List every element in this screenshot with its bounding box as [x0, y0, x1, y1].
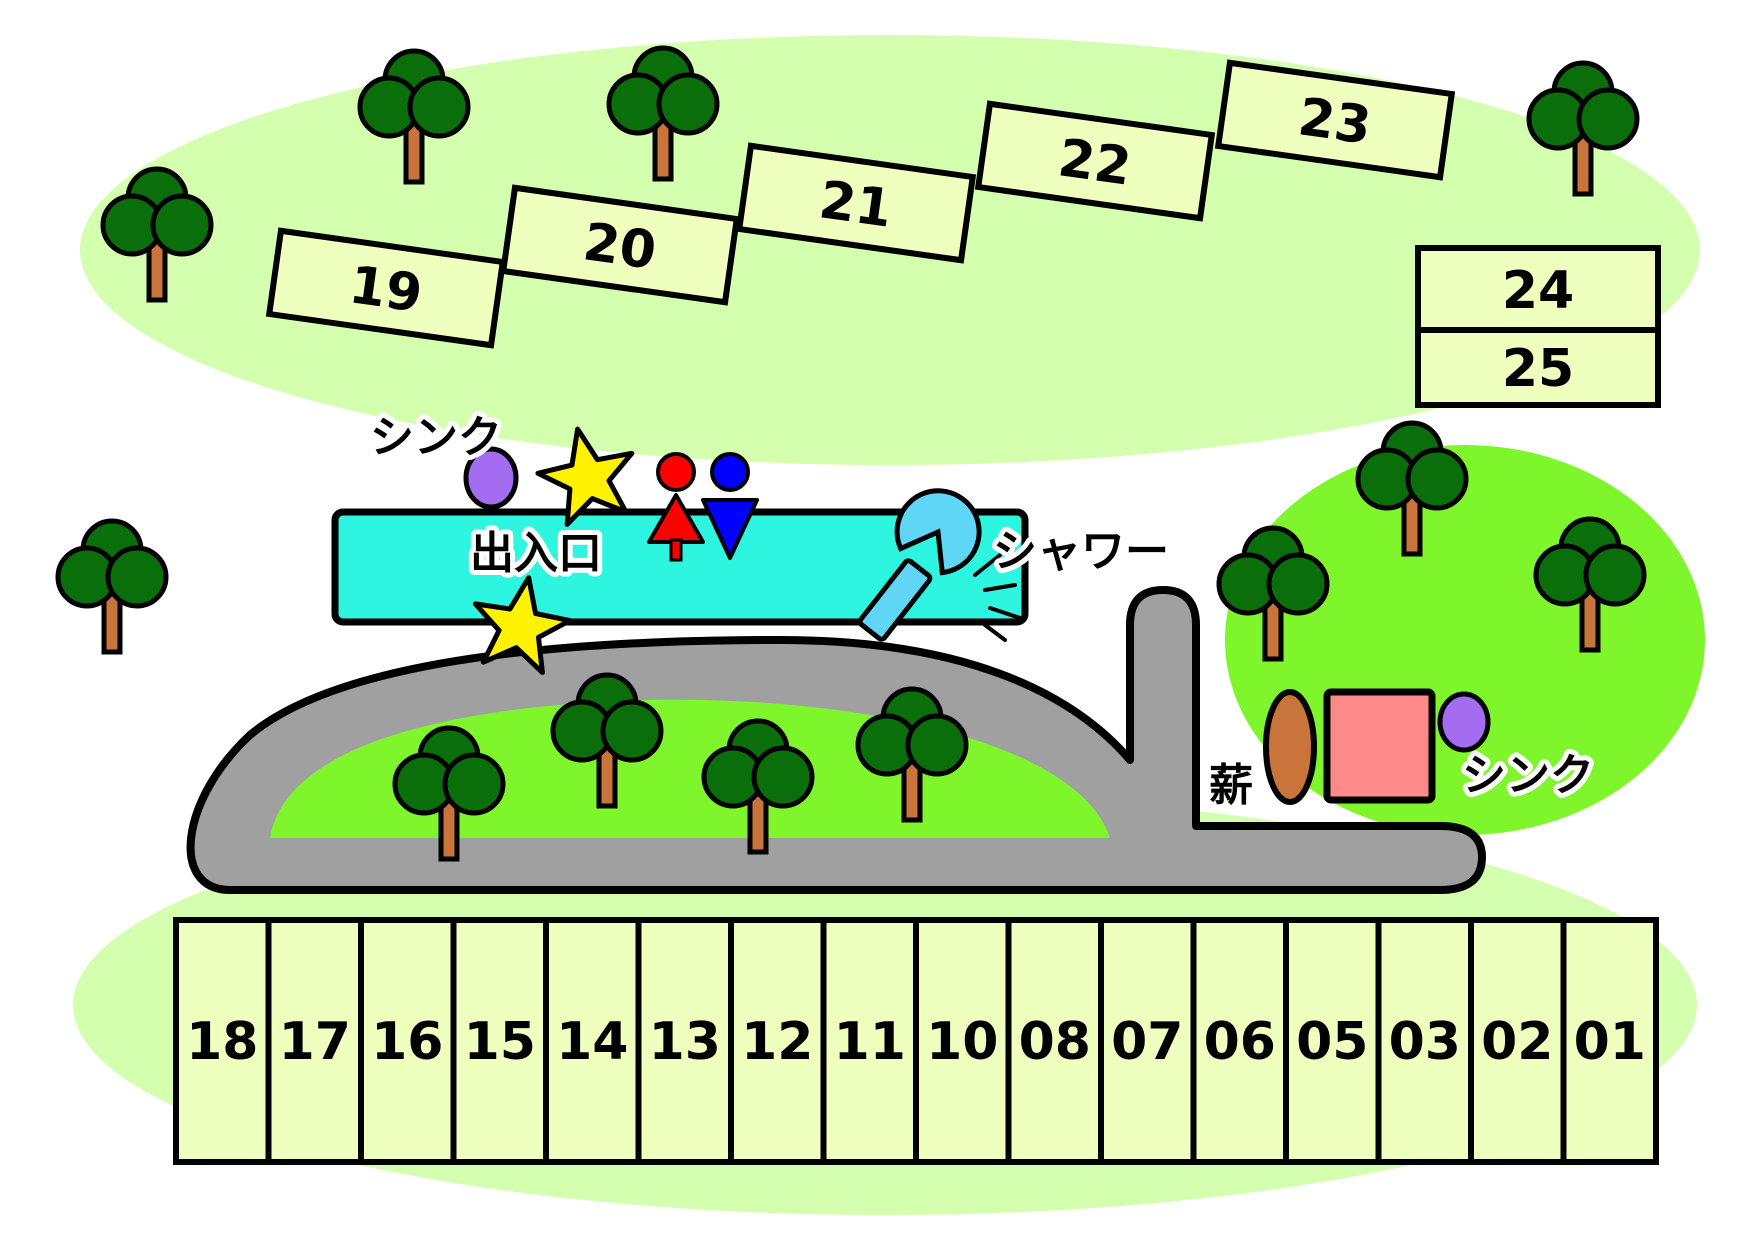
campsite-number: 25	[1502, 339, 1574, 399]
campsite-number: 24	[1502, 261, 1574, 321]
sink-icon	[463, 446, 519, 510]
campsite-number: 22	[1055, 128, 1135, 197]
campsite-05[interactable]: 05	[1283, 917, 1382, 1165]
toilet-female-icon	[647, 452, 705, 562]
campsite-number: 14	[556, 1012, 628, 1072]
campsite-03[interactable]: 03	[1375, 917, 1474, 1165]
sink-label-left: シンク	[370, 412, 502, 463]
campsite-number: 01	[1574, 1012, 1646, 1072]
campsite-number: 16	[371, 1012, 443, 1072]
campsite-02[interactable]: 02	[1468, 917, 1567, 1165]
tree-icon	[58, 521, 166, 652]
campsite-number: 23	[1295, 87, 1375, 156]
campsite-07[interactable]: 07	[1098, 917, 1197, 1165]
campsites-right: 24 25	[1415, 245, 1661, 408]
campsite-22[interactable]: 22	[974, 100, 1216, 222]
campsite-17[interactable]: 17	[265, 917, 364, 1165]
entrance-label: 出入口	[470, 528, 602, 579]
campsite-08[interactable]: 08	[1005, 917, 1104, 1165]
campsite-23[interactable]: 23	[1214, 59, 1456, 181]
campsite-number: 05	[1296, 1012, 1368, 1072]
campsite-number: 18	[186, 1012, 258, 1072]
campsite-number: 13	[649, 1012, 721, 1072]
campsite-number: 19	[346, 255, 426, 324]
campsite-24[interactable]: 24	[1415, 245, 1661, 333]
campsite-number: 20	[580, 212, 660, 281]
firewood-label: 薪	[1209, 760, 1253, 811]
campsite-number: 15	[464, 1012, 536, 1072]
campsite-number: 07	[1111, 1012, 1183, 1072]
building-icon	[1323, 688, 1436, 804]
sink-icon	[1437, 691, 1491, 753]
campsite-number: 06	[1204, 1012, 1276, 1072]
campsite-number: 10	[926, 1012, 998, 1072]
campsite-16[interactable]: 16	[358, 917, 457, 1165]
campsite-12[interactable]: 12	[728, 917, 827, 1165]
campsite-number: 12	[741, 1012, 813, 1072]
toilet-male-icon	[701, 452, 759, 560]
campsite-11[interactable]: 11	[820, 917, 919, 1165]
shower-icon	[857, 488, 1022, 642]
campsite-number: 02	[1481, 1012, 1553, 1072]
campsite-21[interactable]: 21	[735, 142, 977, 264]
campsite-number: 03	[1389, 1012, 1461, 1072]
campsite-13[interactable]: 13	[635, 917, 734, 1165]
campsite-18[interactable]: 18	[173, 917, 272, 1165]
campsite-06[interactable]: 06	[1190, 917, 1289, 1165]
firewood-icon	[1263, 689, 1317, 805]
shower-label: シャワー	[993, 526, 1169, 577]
campsite-01[interactable]: 01	[1560, 917, 1659, 1165]
campsite-number: 08	[1019, 1012, 1091, 1072]
sink-label-right: シンク	[1462, 750, 1594, 801]
campsite-number: 11	[834, 1012, 906, 1072]
campsite-number: 21	[816, 170, 896, 239]
campsite-25[interactable]: 25	[1415, 327, 1661, 408]
campsite-number: 17	[279, 1012, 351, 1072]
campsite-10[interactable]: 10	[913, 917, 1012, 1165]
campsite-14[interactable]: 14	[543, 917, 642, 1165]
campsites-top: 19 20 21 22 23	[265, 59, 1456, 349]
campsites-bottom: 18 17 16 15 14 13 12 11 10 08 07 06 05 03 02 01	[173, 917, 1659, 1165]
campsite-19[interactable]: 19	[265, 227, 507, 349]
campsite-20[interactable]: 20	[499, 184, 741, 306]
campsite-15[interactable]: 15	[450, 917, 549, 1165]
